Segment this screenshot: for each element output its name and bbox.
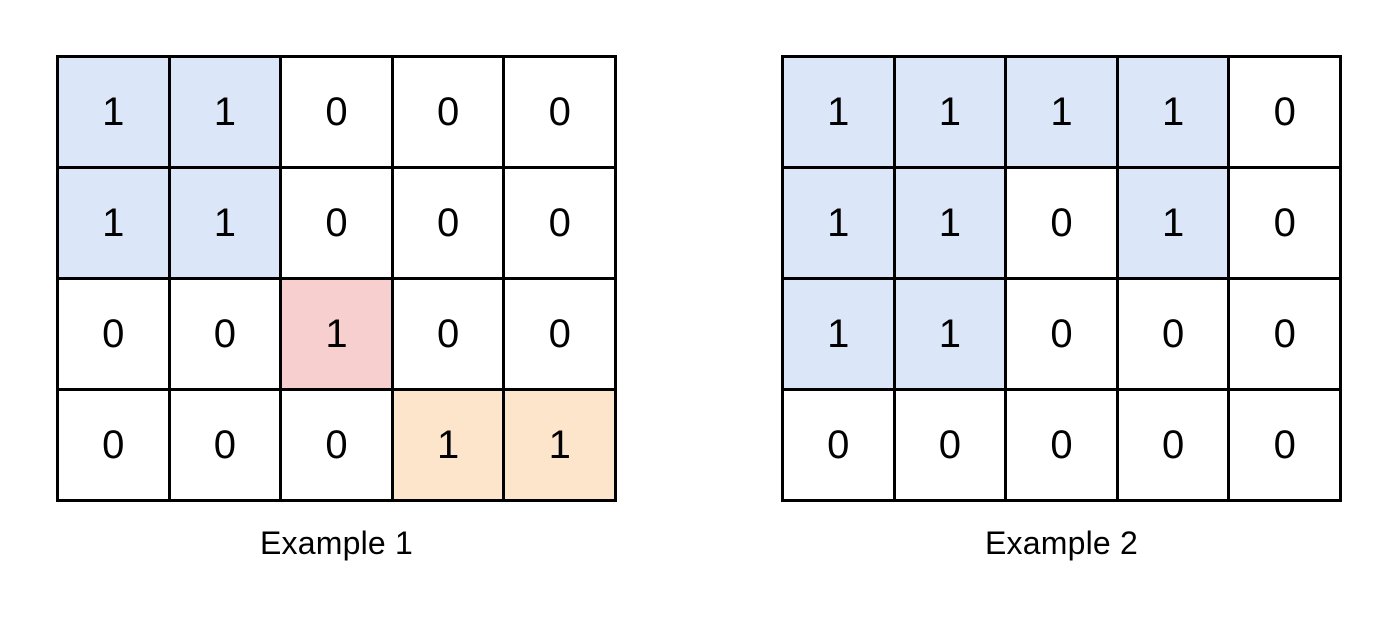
grid-cell: 0	[282, 169, 391, 277]
grid-cell: 0	[1007, 169, 1116, 277]
grid-cell: 1	[895, 280, 1005, 388]
grid-cell: 1	[1118, 169, 1228, 277]
grid-cell: 0	[282, 391, 391, 499]
grid-cell: 1	[282, 280, 391, 388]
grid-cell: 0	[1118, 280, 1228, 388]
grid-cell: 1	[1007, 58, 1116, 166]
grid-cell: 1	[895, 58, 1005, 166]
grid-cell: 1	[59, 58, 168, 166]
grid-cell: 0	[282, 58, 391, 166]
grid-cell: 1	[895, 169, 1005, 277]
grid-cell: 0	[1007, 280, 1116, 388]
grid-cell: 1	[784, 169, 893, 277]
grid-cell: 0	[895, 391, 1005, 499]
grid-cell: 0	[505, 58, 614, 166]
grid-cell: 0	[393, 169, 503, 277]
grid-cell: 1	[505, 391, 614, 499]
grid-cell: 1	[170, 58, 280, 166]
grid-cell: 1	[393, 391, 503, 499]
grid-cell: 0	[59, 391, 168, 499]
grid-cell: 1	[59, 169, 168, 277]
grid-cell: 0	[1007, 391, 1116, 499]
example-2-caption: Example 2	[985, 525, 1138, 561]
grid-cell: 1	[1118, 58, 1228, 166]
grid-cell: 0	[170, 280, 280, 388]
grid-cell: 0	[1230, 280, 1339, 388]
grid-cell: 1	[784, 58, 893, 166]
grid-cell: 0	[505, 280, 614, 388]
grid-cell: 0	[59, 280, 168, 388]
grid-cell: 0	[170, 391, 280, 499]
grid-cell: 0	[1230, 169, 1339, 277]
grid-cell: 1	[784, 280, 893, 388]
grid-cell: 0	[393, 280, 503, 388]
grid-cell: 0	[505, 169, 614, 277]
grid-cell: 0	[1230, 391, 1339, 499]
grid-cell: 1	[170, 169, 280, 277]
grid-cell: 0	[393, 58, 503, 166]
grid-cell: 0	[1230, 58, 1339, 166]
example-1-caption: Example 1	[260, 525, 413, 561]
grid-cell: 0	[1118, 391, 1228, 499]
grid-cell: 0	[784, 391, 893, 499]
